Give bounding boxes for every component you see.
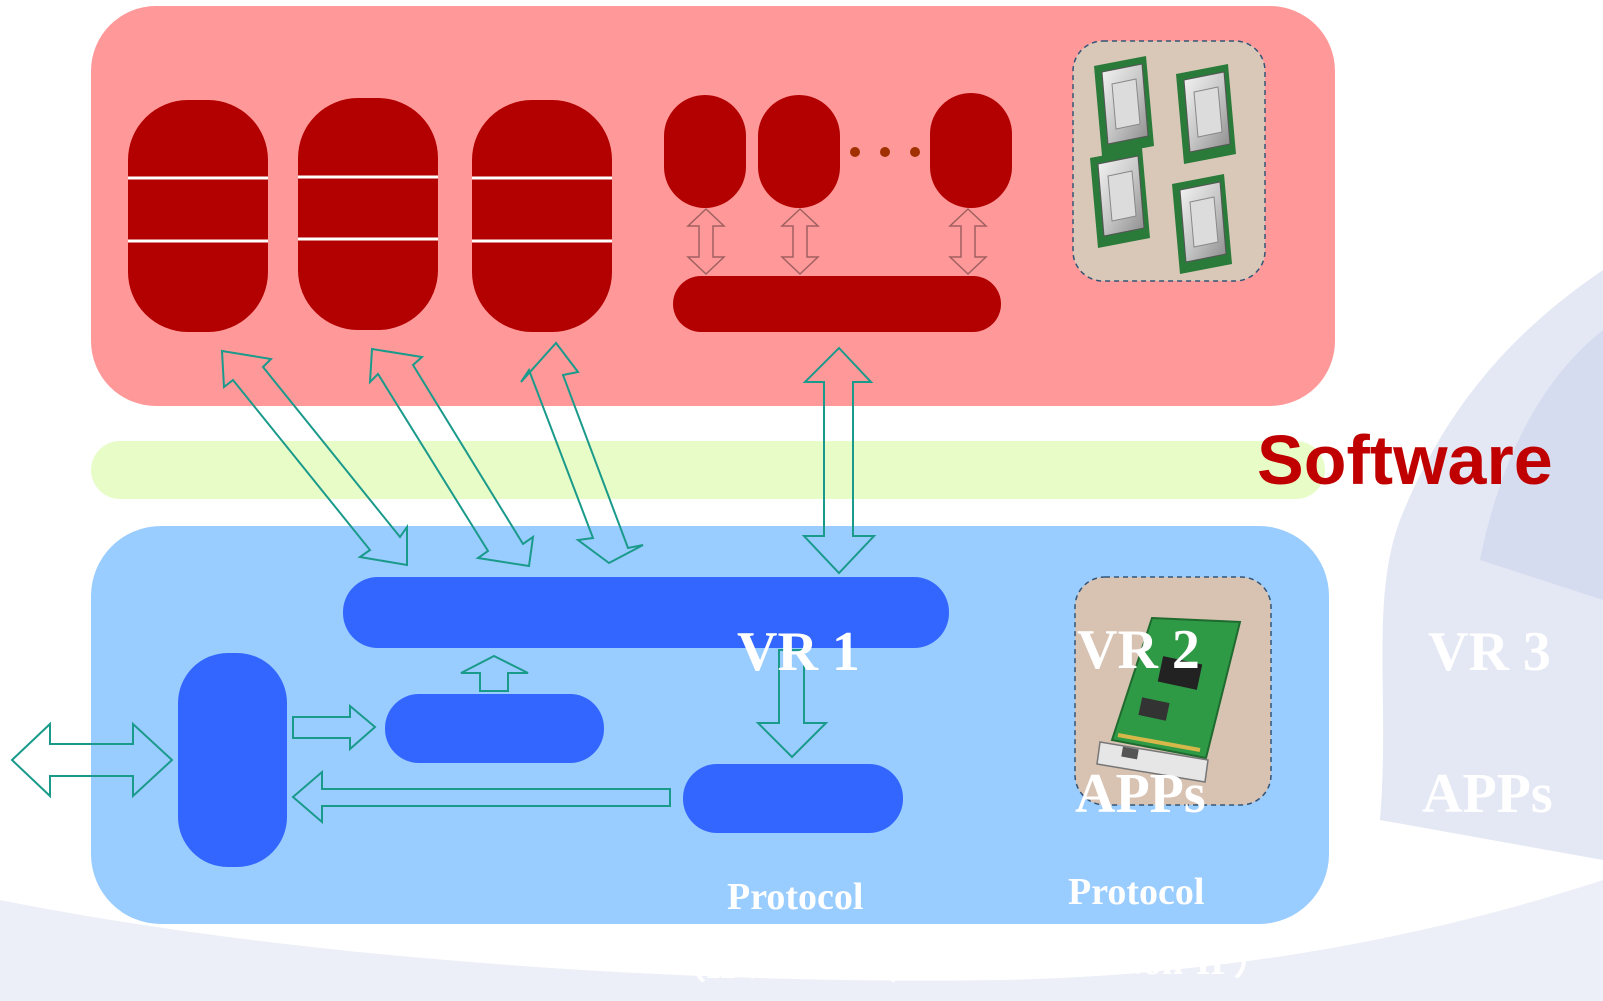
vertical-double-arrow-long	[801, 346, 877, 575]
vertical-double-arrow-3	[948, 207, 988, 276]
vr-1-label: VR 1	[737, 621, 860, 683]
diagonal-double-arrow-1	[220, 349, 408, 567]
middle-interface-band	[91, 441, 1325, 499]
ellipsis-dots	[850, 147, 920, 157]
process-block-n	[930, 93, 1012, 208]
software-label: Software	[1257, 421, 1553, 499]
vertical-double-arrow-2	[780, 207, 820, 276]
diagonal-double-arrow-3	[520, 341, 644, 565]
vr-1-protocol-label: Protocol	[727, 876, 864, 918]
module-block-2	[298, 98, 438, 330]
vr-3-protocol-label: Pr	[1418, 876, 1459, 918]
vr-2-ip-label: （IP / Non-IP）	[1012, 941, 1272, 983]
processor-chips-icon	[1072, 40, 1266, 282]
process-block-2	[758, 95, 840, 208]
external-double-arrow	[10, 721, 174, 799]
network-card-icon	[1074, 576, 1272, 806]
vr-2-protocol-label: Protocol	[1068, 871, 1205, 913]
vr-1-ip-label: （IP / Non-IP）	[668, 945, 928, 987]
module-block-3	[472, 100, 612, 332]
interface-block	[178, 653, 287, 867]
vr-2-label: VR 2	[1077, 619, 1200, 681]
ingress-right-arrow	[292, 703, 377, 752]
diagonal-double-arrow-2	[368, 347, 535, 568]
vertical-double-arrow-1	[686, 207, 726, 276]
module-block-1	[128, 100, 268, 332]
egress-down-arrow	[755, 649, 829, 759]
forwarding-bus-bar	[343, 577, 949, 648]
ingress-up-arrow	[460, 654, 529, 692]
process-block-1	[664, 95, 746, 208]
vr-2-apps-label: APPs	[1075, 763, 1206, 825]
process-bus-bar	[673, 276, 1001, 332]
vr-3-label: VR 3	[1428, 621, 1551, 683]
egress-block	[683, 764, 903, 833]
egress-return-arrow	[291, 769, 671, 825]
vr-3-apps-label: APPs	[1422, 763, 1553, 825]
ingress-block	[385, 694, 604, 763]
